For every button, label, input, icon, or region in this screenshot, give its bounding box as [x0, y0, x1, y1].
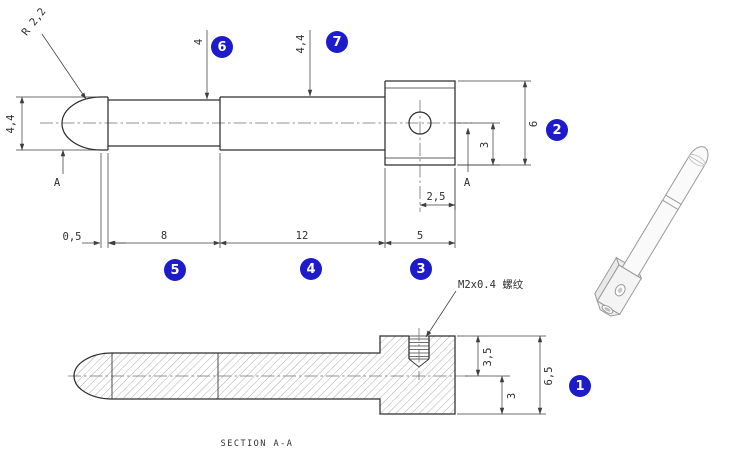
dim-section-bottom-half: 3 [506, 393, 518, 399]
callout-badge-4: 4 [300, 258, 322, 280]
dim-section-total: 6,5 [543, 367, 555, 386]
top-view-linework [40, 80, 472, 212]
head-hole [408, 111, 432, 135]
callout-badge-1: 1 [569, 375, 591, 397]
callout-badge-6: 6 [211, 36, 233, 58]
dim-head-half: 3 [479, 142, 491, 148]
dim-radius: R 2,2 [20, 6, 49, 38]
dim-length-8: 8 [161, 230, 167, 242]
callout-badge-5: 5 [164, 259, 186, 281]
dim-length-tip: 0,5 [63, 231, 82, 243]
dim-hole-offset: 2,5 [427, 191, 446, 203]
dim-diameter-right: 4,4 [295, 35, 307, 54]
section-view-linework [68, 328, 470, 415]
dim-head-height: 6 [528, 121, 540, 127]
callout-badge-2: 2 [546, 119, 568, 141]
dim-diameter-mid: 4 [193, 39, 205, 45]
section-label-right: A [464, 177, 471, 189]
section-label-left: A [54, 177, 61, 189]
top-view-dimensions [16, 30, 531, 248]
section-title: SECTION A-A [221, 439, 294, 449]
callout-badge-3: 3 [410, 258, 432, 280]
dim-length-12: 12 [296, 230, 309, 242]
dim-section-top-half: 3,5 [482, 348, 494, 367]
iso-shaft-body [621, 154, 706, 278]
dim-diameter-left: 4,4 [5, 115, 17, 134]
section-view-dimensions [425, 290, 546, 415]
section-profile [73, 335, 456, 415]
callout-badge-7: 7 [326, 31, 348, 53]
dim-length-head: 5 [417, 230, 423, 242]
isometric-view [594, 146, 709, 317]
thread-note: M2x0.4 螺纹 [458, 278, 524, 291]
